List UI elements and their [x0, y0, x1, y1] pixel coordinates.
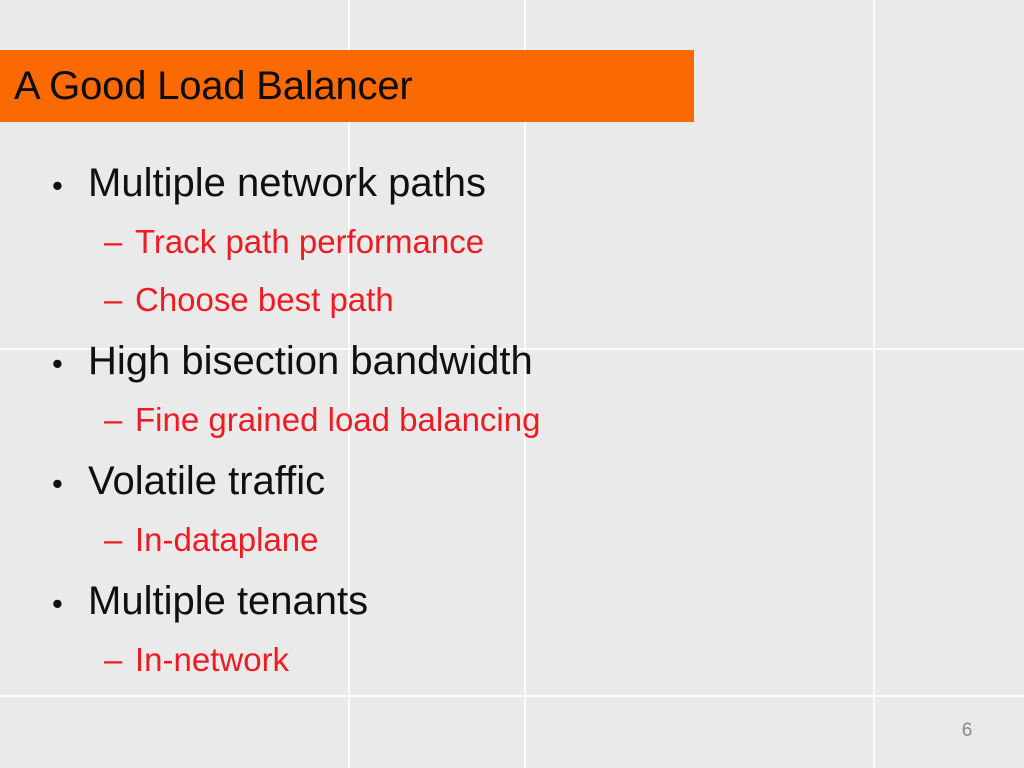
- bullet-dash-icon: –: [104, 401, 123, 438]
- slide-title: A Good Load Balancer: [14, 64, 413, 108]
- slide-number: 6: [961, 720, 973, 741]
- bullet-dash-icon: –: [104, 281, 123, 318]
- bullet-dot-icon: •: [52, 466, 63, 501]
- bullet-item-level2: –In-dataplane: [0, 523, 1024, 581]
- bullet-text: Multiple network paths: [88, 161, 486, 205]
- bullet-text: Choose best path: [135, 281, 394, 318]
- bullet-item-level1: • Multiple network paths: [0, 163, 1024, 225]
- bullet-dash-icon: –: [104, 223, 123, 260]
- bullet-text: In-dataplane: [135, 521, 319, 558]
- bullet-item-level2: –Fine grained load balancing: [0, 403, 1024, 461]
- bullet-dot-icon: •: [52, 586, 63, 621]
- bullet-dash-icon: –: [104, 521, 123, 558]
- bullet-item-level2: –In-network: [0, 643, 1024, 701]
- bullet-dash-icon: –: [104, 641, 123, 678]
- slide-title-banner: A Good Load Balancer: [0, 50, 694, 122]
- bullet-text: Fine grained load balancing: [135, 401, 541, 438]
- bullet-dot-icon: •: [52, 168, 63, 203]
- bullet-text: Volatile traffic: [88, 459, 326, 503]
- bullet-text: In-network: [135, 641, 290, 678]
- bullet-item-level1: • Volatile traffic: [0, 461, 1024, 523]
- bullet-text: Track path performance: [135, 223, 485, 260]
- bullet-text: High bisection bandwidth: [88, 339, 533, 383]
- bullet-item-level1: • High bisection bandwidth: [0, 341, 1024, 403]
- bullet-item-level2: –Track path performance: [0, 225, 1024, 283]
- bullet-item-level2: –Choose best path: [0, 283, 1024, 341]
- bullet-dot-icon: •: [52, 346, 63, 381]
- bullet-item-level1: • Multiple tenants: [0, 581, 1024, 643]
- slide-body-content: •Multiple network paths–Track path perfo…: [0, 163, 1024, 701]
- bullet-text: Multiple tenants: [88, 579, 369, 623]
